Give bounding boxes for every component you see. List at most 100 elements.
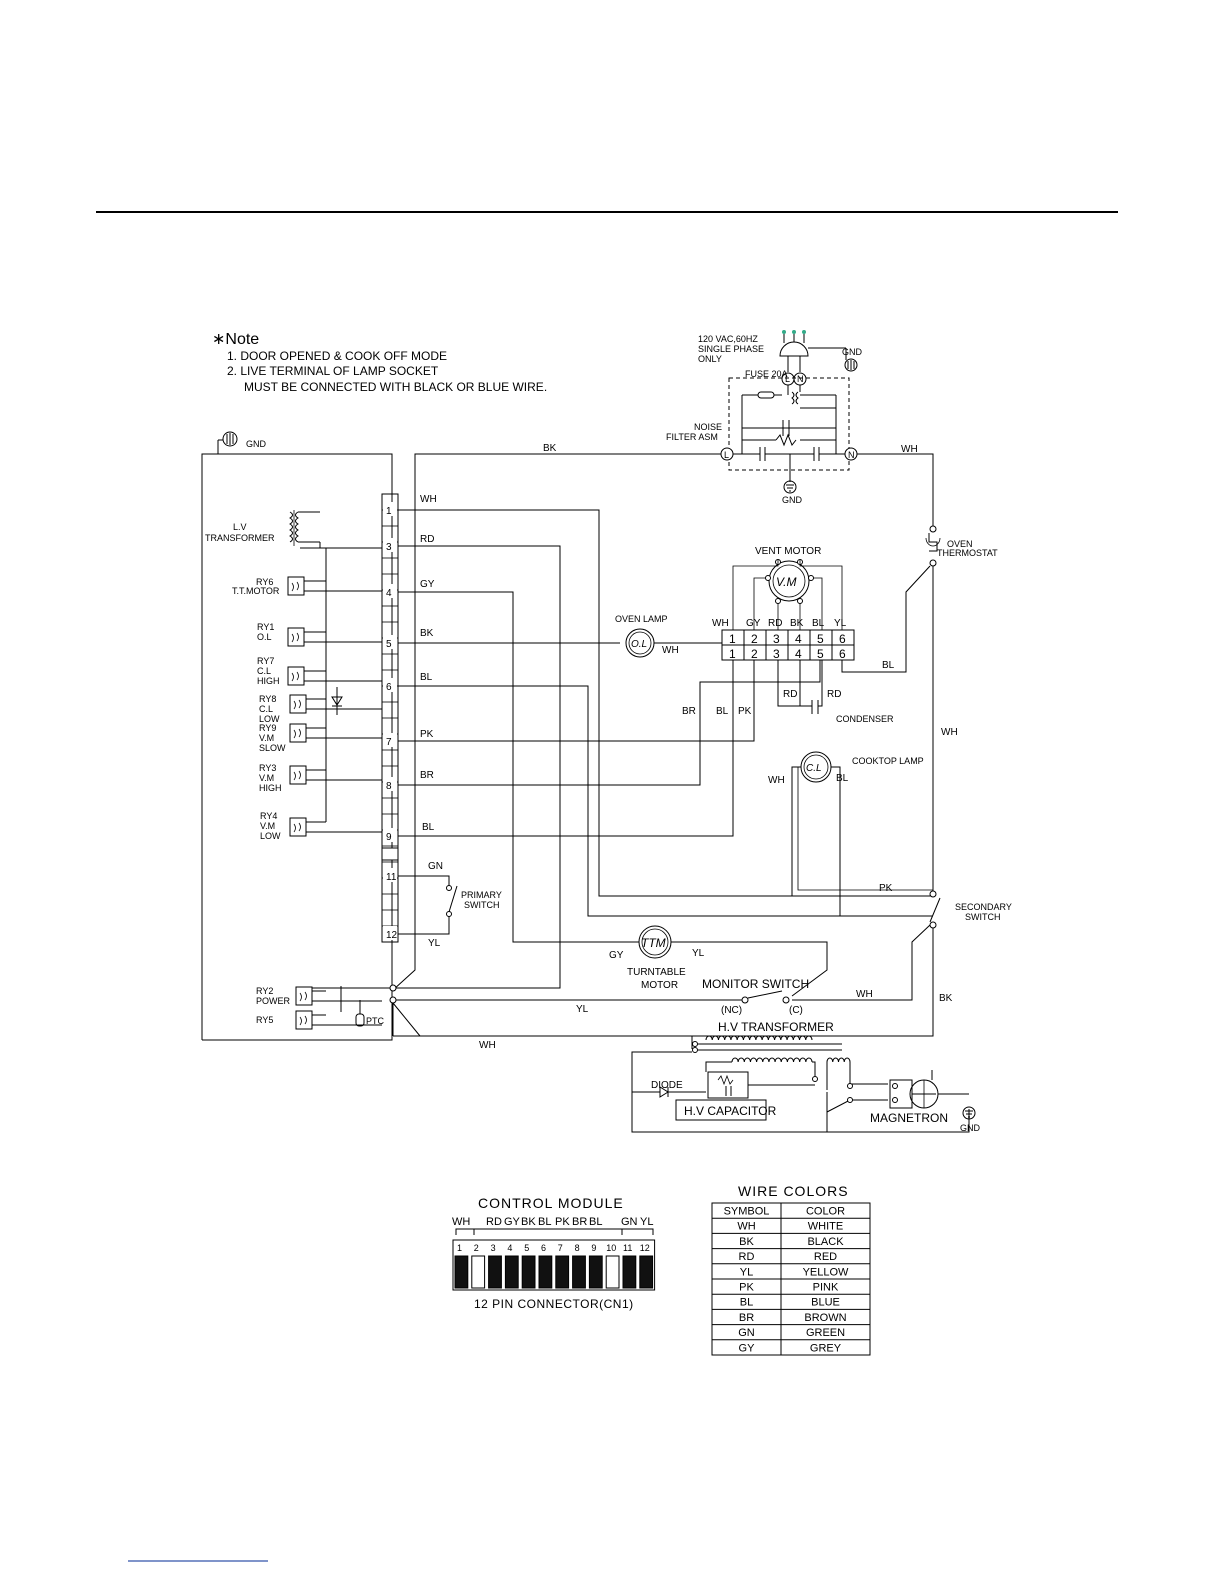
monitor-switch-label: MONITOR SWITCH bbox=[702, 977, 809, 991]
cn1-pin-4: 4 bbox=[386, 588, 392, 599]
control-module-caption: 12 PIN CONNECTOR(CN1) bbox=[474, 1297, 634, 1311]
cn1-pin-12: 12 bbox=[386, 930, 398, 941]
hv-capacitor-label: H.V CAPACITOR bbox=[684, 1104, 777, 1118]
wire-bl-pin6 bbox=[398, 685, 933, 917]
wc-header-symbol: SYMBOL bbox=[724, 1206, 770, 1218]
wire-br-pin8 bbox=[398, 660, 821, 786]
cm-pin-slot bbox=[639, 1255, 654, 1289]
cm-pin-slot bbox=[538, 1255, 553, 1289]
cm-pin-number: 6 bbox=[541, 1243, 546, 1253]
vm-terminal-number-top: 6 bbox=[839, 632, 846, 646]
pin-wires: WH RD GY BK BL PK BR BL GN YL PRIMARY SW… bbox=[393, 494, 933, 989]
wire-label-pk-right: PK bbox=[879, 883, 893, 894]
wire-label-rd3: RD bbox=[420, 534, 434, 545]
wire-label-gy-ttm: GY bbox=[609, 950, 624, 961]
relay-coil bbox=[287, 576, 305, 596]
wire-label-wh1: WH bbox=[420, 494, 437, 505]
turntable-label-2: MOTOR bbox=[641, 980, 678, 991]
oven-lamp: OVEN LAMP O.L WH bbox=[615, 614, 722, 658]
thermostat-label-2: THERMOSTAT bbox=[937, 548, 998, 558]
filter-l-letter: L bbox=[724, 450, 729, 460]
monitor-nc-label: (NC) bbox=[721, 1005, 742, 1016]
wc-symbol: RD bbox=[739, 1251, 755, 1263]
ry3-label-2: V.M bbox=[259, 773, 274, 783]
wire-label-wh-right: WH bbox=[941, 727, 958, 738]
cm-wire-label: PK bbox=[555, 1216, 570, 1228]
ry3-label-1: RY3 bbox=[259, 763, 276, 773]
wire-label-bl-right: BL bbox=[882, 660, 895, 671]
cn1-pin-1: 1 bbox=[386, 506, 392, 517]
filter-ground-symbol bbox=[783, 480, 797, 494]
cm-pin-number: 3 bbox=[491, 1243, 496, 1253]
wc-symbol: WH bbox=[737, 1221, 755, 1233]
supply-label-3: ONLY bbox=[698, 354, 722, 364]
secondary-switch-label-1: SECONDARY bbox=[955, 902, 1012, 912]
wire-wh-neutral bbox=[857, 453, 934, 526]
lv-transformer bbox=[289, 510, 321, 548]
cm-pin-slot bbox=[622, 1255, 637, 1289]
ry6-label-1: RY6 bbox=[256, 577, 273, 587]
wc-color: GREEN bbox=[806, 1327, 845, 1339]
ry1-label-1: RY1 bbox=[257, 622, 274, 632]
wire-rd-pin3 bbox=[393, 545, 561, 989]
vm-terminal-number-top: 5 bbox=[817, 632, 824, 646]
wire-yl-pin12 bbox=[398, 916, 450, 935]
board-ground-symbol bbox=[218, 431, 238, 447]
power-plug bbox=[779, 341, 809, 357]
wire-wh-pin1 bbox=[398, 509, 933, 897]
vm-terminal-number-bottom: 3 bbox=[773, 647, 780, 661]
cm-wire-label: BL bbox=[538, 1216, 551, 1228]
cooktop-lamp-symbol: C.L bbox=[806, 763, 822, 774]
wire-yl-ttm bbox=[671, 941, 828, 997]
ry4-label-2: V.M bbox=[260, 821, 275, 831]
cm-pin-number: 1 bbox=[457, 1243, 462, 1253]
wire-label-bl9: BL bbox=[422, 822, 435, 833]
wire-label-gy4: GY bbox=[420, 579, 435, 590]
vm-terminal-number-top: 3 bbox=[773, 632, 780, 646]
primary-switch-label-2: SWITCH bbox=[464, 900, 500, 910]
wc-color: BLUE bbox=[811, 1297, 840, 1309]
ground-symbol bbox=[844, 358, 858, 372]
hv-diode bbox=[659, 1086, 669, 1098]
wire-label-bk-top: BK bbox=[543, 443, 557, 454]
wire-label-wh-mon: WH bbox=[856, 989, 873, 1000]
oven-lamp-symbol: O.L bbox=[631, 639, 647, 650]
lv-label-1: L.V bbox=[233, 522, 247, 532]
condenser-label: CONDENSER bbox=[836, 714, 894, 724]
supply-label-2: SINGLE PHASE bbox=[698, 344, 764, 354]
hv-transformer-label: H.V TRANSFORMER bbox=[718, 1020, 834, 1034]
wire-label-bk5: BK bbox=[420, 628, 434, 639]
relay-panel: GND L.V TRANSFORMER RY6 T.T.MOTOR RY1 O.… bbox=[201, 431, 393, 1041]
diode-label: DIODE bbox=[651, 1080, 683, 1091]
cm-pin-slot bbox=[488, 1255, 502, 1289]
relay-coil bbox=[295, 986, 313, 1006]
filter-label-2: FILTER ASM bbox=[666, 432, 718, 442]
cm-pin-slot bbox=[572, 1255, 586, 1289]
cooktop-lamp: COOKTOP LAMP C.L WH BL PK bbox=[768, 751, 933, 916]
turntable-label-1: TURNTABLE bbox=[627, 967, 686, 978]
hv-capacitor-label-box bbox=[675, 1099, 767, 1121]
wire-label-rd-cond1: RD bbox=[783, 689, 797, 700]
wc-color: WHITE bbox=[808, 1221, 843, 1233]
board-gnd-label: GND bbox=[246, 439, 267, 449]
ry7-label-2: C.L bbox=[257, 666, 271, 676]
relay-coil bbox=[295, 1010, 313, 1030]
ry7-label-3: HIGH bbox=[257, 676, 280, 686]
magnetron-label: MAGNETRON bbox=[870, 1111, 948, 1125]
cm-pin-number: 2 bbox=[474, 1243, 479, 1253]
high-voltage-section: H.V TRANSFORMER DIODE H.V CAPACITOR bbox=[631, 1020, 981, 1133]
wire-label-bk-mon: BK bbox=[939, 993, 953, 1004]
wire-bl-pin9 bbox=[398, 660, 734, 837]
wire-label-yl-ttm: YL bbox=[692, 948, 705, 959]
lv-label-2: TRANSFORMER bbox=[205, 533, 275, 543]
cn1-pin-6: 6 bbox=[386, 682, 392, 693]
cm-wire-label: BR bbox=[572, 1216, 587, 1228]
control-module-bracket bbox=[455, 1228, 654, 1235]
wc-color: YELLOW bbox=[803, 1266, 849, 1278]
cn1-pin-7: 7 bbox=[386, 737, 392, 748]
relay-coil bbox=[289, 765, 307, 785]
